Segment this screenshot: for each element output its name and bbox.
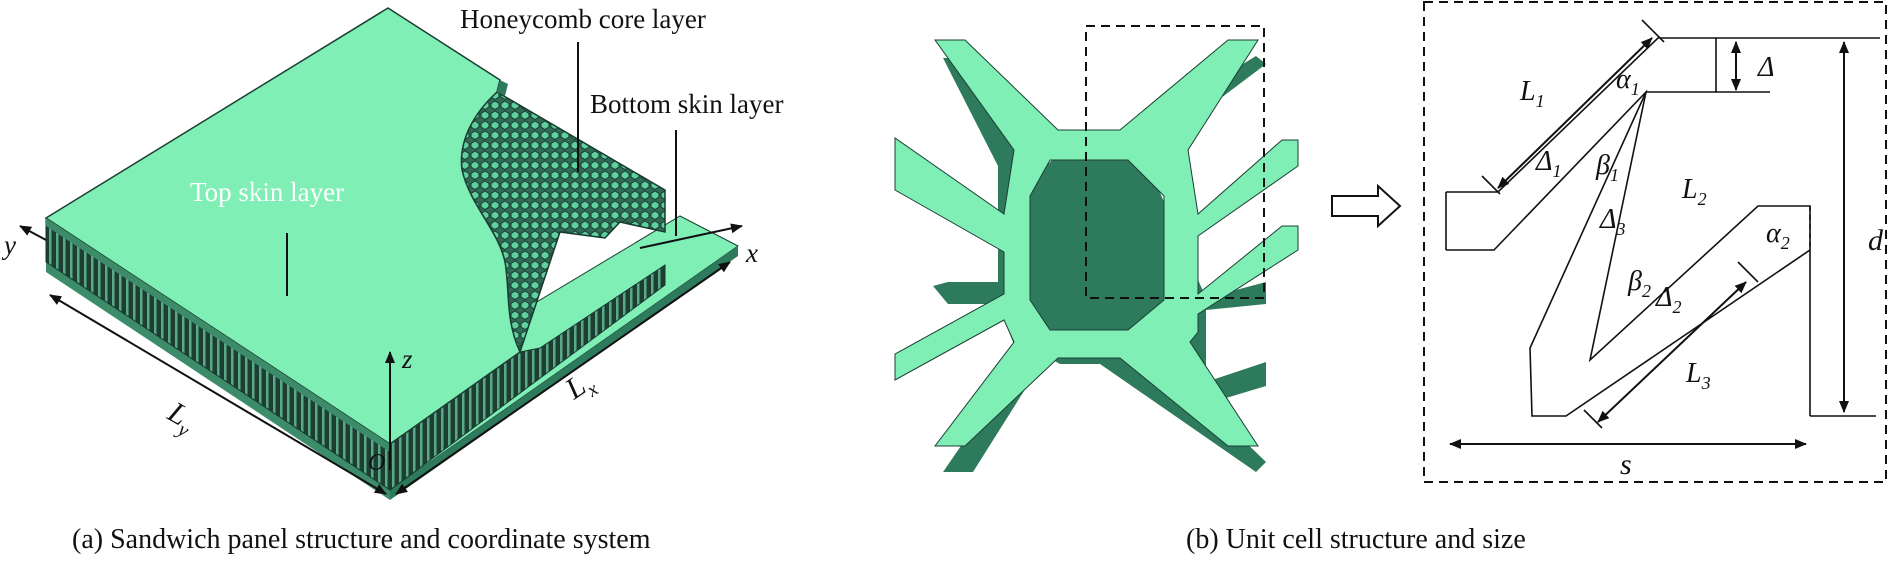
label-L3: L3 (1685, 358, 1711, 393)
dim-lx (395, 261, 731, 495)
x-axis (639, 223, 743, 249)
label-honeycomb-core: Honeycomb core layer (460, 4, 706, 34)
label-beta1: β1 (1595, 150, 1619, 185)
caption-b: (b) Unit cell structure and size (1186, 524, 1526, 555)
unit-cell-shape (894, 39, 1299, 447)
dim-L3 (1597, 281, 1747, 423)
caption-a: (a) Sandwich panel structure and coordin… (72, 524, 651, 555)
dim-L1-tick2 (1641, 19, 1665, 43)
detail-frame (1423, 1, 1887, 483)
dim-L3-tick1 (1583, 409, 1603, 429)
label-s: s (1620, 448, 1632, 481)
label-beta2: β2 (1627, 266, 1651, 301)
panel-a: Honeycomb core layer Bottom skin layer T… (1, 4, 783, 500)
label-L2: L2 (1681, 174, 1707, 209)
label-d: d (1868, 224, 1884, 257)
dim-L3-tick2 (1737, 261, 1759, 283)
transition-arrow (1331, 183, 1402, 229)
dim-L1 (1497, 37, 1653, 189)
label-x: x (745, 238, 758, 268)
label-y: y (1, 230, 16, 260)
dim-L1-tick1 (1481, 175, 1501, 195)
label-delta: Δ (1757, 52, 1774, 83)
label-top-skin: Top skin layer (190, 177, 344, 207)
label-delta1: Δ1 (1535, 146, 1561, 181)
label-origin: O (368, 450, 385, 476)
y-axis (19, 225, 47, 241)
panel-b-cell (894, 25, 1299, 472)
label-z: z (401, 344, 413, 374)
label-alpha2: α2 (1766, 218, 1790, 253)
panel-b-dimension-drawing: L1 α1 Δ1 β1 L2 Δ3 α2 β2 Δ2 L3 Δ d s (1423, 1, 1887, 483)
dim-ly (49, 294, 387, 495)
top-skin-edge-right (497, 80, 508, 96)
label-ly: Ly (159, 395, 202, 442)
label-bottom-skin: Bottom skin layer (590, 89, 783, 119)
label-alpha1: α1 (1616, 64, 1640, 99)
label-delta2: Δ2 (1655, 282, 1681, 317)
label-delta3: Δ3 (1599, 204, 1625, 239)
label-L1: L1 (1519, 76, 1545, 111)
